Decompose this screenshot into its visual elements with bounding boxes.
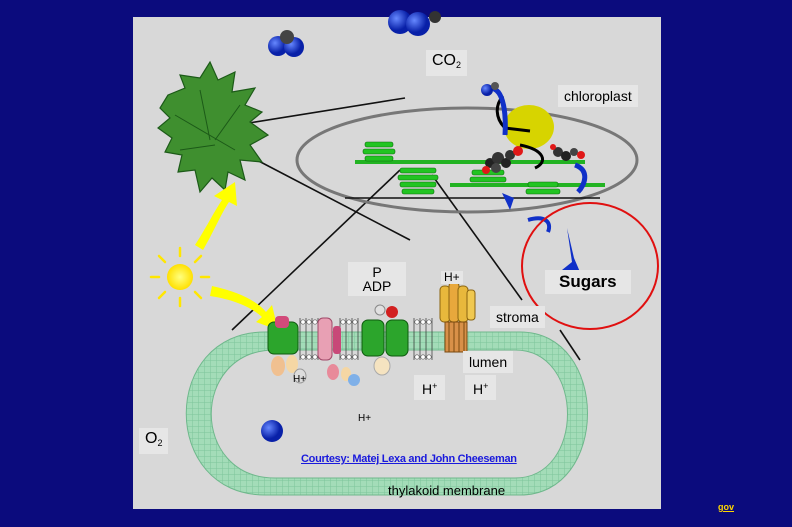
o2-label: O2 bbox=[139, 428, 169, 454]
credit-link[interactable]: Courtesy: Matej Lexa and John Cheeseman bbox=[301, 453, 517, 465]
light-arrows bbox=[195, 182, 278, 330]
grana-stacks bbox=[345, 141, 605, 199]
gov-link[interactable]: gov bbox=[718, 502, 735, 512]
atp-synthase-icon bbox=[439, 281, 476, 353]
p-adp-label: P ADP bbox=[348, 262, 406, 296]
sugars-label: Sugars bbox=[545, 270, 631, 294]
h-plus-lumen-1: H+ bbox=[414, 375, 446, 400]
stroma-label: stroma bbox=[490, 306, 545, 328]
o2-molecule-icon bbox=[261, 420, 283, 442]
h-plus-lumen-2: H+ bbox=[465, 375, 497, 400]
sun-icon bbox=[149, 246, 211, 308]
leaf-icon bbox=[157, 60, 270, 194]
chloroplast-label: chloroplast bbox=[558, 85, 638, 107]
thylakoid-membrane bbox=[185, 331, 588, 496]
h-plus-top-label: H+ bbox=[441, 271, 463, 284]
chloroplast-outline bbox=[295, 106, 639, 214]
co2-label: CO2 bbox=[426, 50, 468, 76]
transport-arrows bbox=[481, 82, 588, 272]
adp-label: ADP bbox=[362, 278, 392, 294]
h-plus-small-1: H+ bbox=[293, 374, 307, 385]
h-plus-small-2: H+ bbox=[358, 413, 372, 424]
lumen-label: lumen bbox=[463, 351, 514, 373]
co2-molecule-icon bbox=[268, 10, 441, 57]
carbon-molecules bbox=[482, 144, 585, 174]
sugars-circle bbox=[521, 202, 659, 330]
enzyme-blob bbox=[504, 105, 554, 149]
electron-transport-chain bbox=[267, 304, 433, 386]
thylakoid-membrane-label: thylakoid membrane bbox=[388, 483, 506, 498]
p-label: P bbox=[372, 264, 382, 280]
